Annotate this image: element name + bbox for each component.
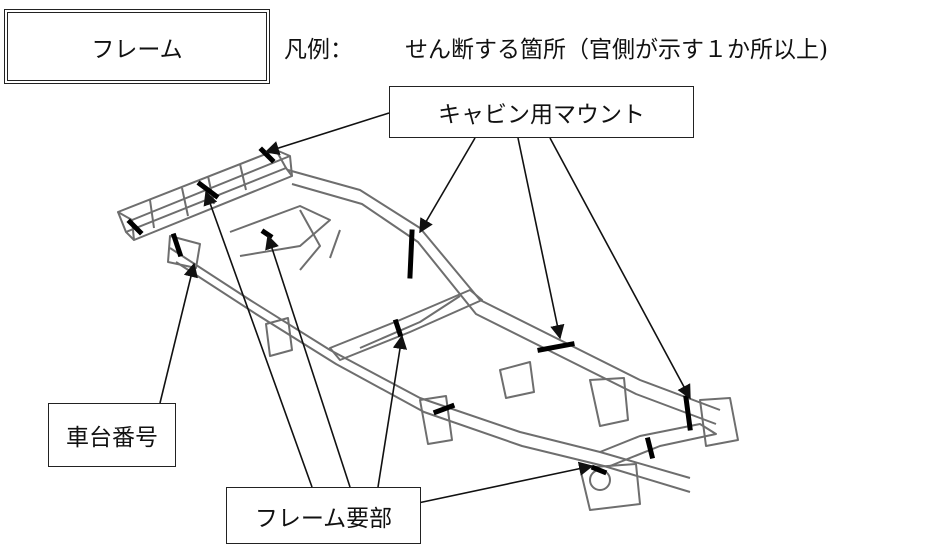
arrow-cab-4 <box>549 137 691 400</box>
front-bracket-1 <box>149 163 247 229</box>
arrow-frame-1 <box>203 190 313 488</box>
inner-brace <box>299 209 341 271</box>
chassis-number-label-text: 車台番号 <box>66 425 158 451</box>
inner-mount <box>229 205 331 257</box>
rear-hanger-left <box>579 463 641 511</box>
cut-mark <box>590 464 608 476</box>
arrow-cab-1 <box>264 112 390 155</box>
arrow-frame-2 <box>265 234 351 488</box>
diagram-title: フレーム <box>4 9 270 84</box>
arrow-cab-2 <box>419 137 476 234</box>
cut-mark <box>407 229 415 279</box>
cut-mark <box>537 341 575 353</box>
cut-mark <box>683 395 693 431</box>
arrow-chassis <box>159 262 198 404</box>
rear-hanger-right <box>699 397 739 447</box>
legend-prefix: 凡例： <box>284 37 353 63</box>
middle-crossmember-2 <box>359 295 461 349</box>
legend: 凡例： せん断する箇所（官側が示す１か所以上) <box>284 30 828 64</box>
cut-mark <box>260 228 274 240</box>
diagram-title-text: フレーム <box>91 36 183 63</box>
rear-shackle <box>589 469 611 491</box>
cut-mark <box>258 146 276 164</box>
cut-marks <box>126 146 693 476</box>
cab-mount-label-text: キャビン用マウント <box>438 102 645 128</box>
frame-main-label: フレーム要部 <box>226 487 421 544</box>
arrow-frame-4 <box>417 461 594 504</box>
cut-mark <box>392 318 404 338</box>
arrow-frame-3 <box>377 334 408 488</box>
callout-arrows <box>159 112 691 504</box>
frame-main-label-text: フレーム要部 <box>254 505 393 532</box>
chassis-number-label: 車台番号 <box>48 403 176 467</box>
cut-mark <box>170 232 184 258</box>
cut-mark <box>196 180 220 200</box>
legend-text: せん断する箇所（官側が示す１か所以上) <box>405 37 828 63</box>
mid-hanger-right <box>589 377 629 427</box>
mid-hanger-left <box>419 395 453 445</box>
front-hanger-left <box>265 317 293 357</box>
cut-mark <box>644 436 656 460</box>
frame-illustration <box>117 149 739 511</box>
right-rail-bottom <box>291 183 717 425</box>
middle-crossmember <box>329 289 483 361</box>
cut-mark <box>432 402 456 416</box>
cab-mount-label: キャビン用マウント <box>389 86 694 138</box>
cut-mark <box>126 218 144 236</box>
left-rail-bottom <box>175 261 691 493</box>
rear-crossmember <box>599 423 717 467</box>
misc-bracket <box>167 235 535 399</box>
arrow-cab-3 <box>517 137 565 340</box>
